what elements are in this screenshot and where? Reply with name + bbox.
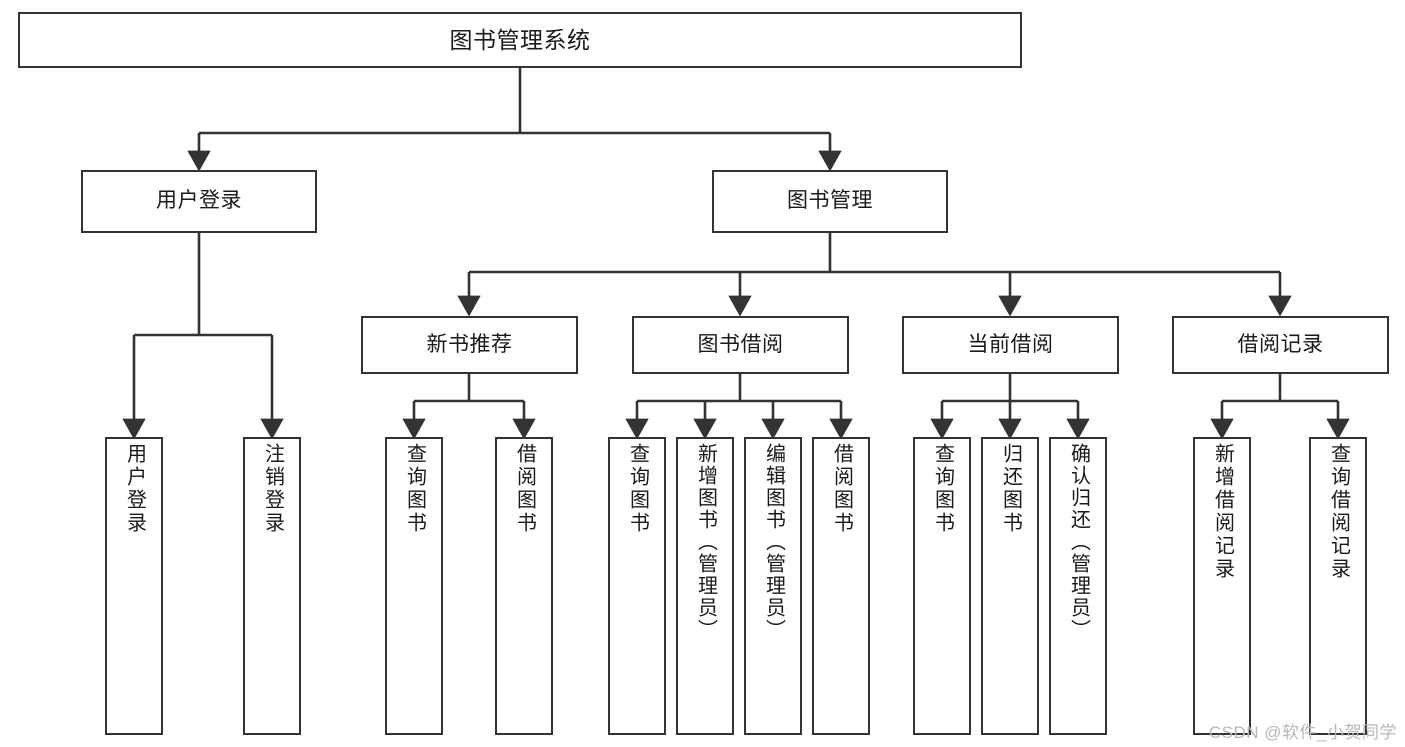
leaf-book-borrow-add-admin[interactable]: 新增图书（管理员） xyxy=(676,437,734,735)
node-label: 查询借阅记录 xyxy=(1327,443,1350,581)
node-label: 借阅记录 xyxy=(1237,332,1324,356)
node-label: 图书借阅 xyxy=(697,332,784,356)
node-label: 用户登录 xyxy=(156,189,242,213)
leaf-borrow-record-add[interactable]: 新增借阅记录 xyxy=(1193,437,1251,735)
node-label: 当前借阅 xyxy=(967,332,1054,356)
leaf-user-login-signin[interactable]: 用户登录 xyxy=(105,437,163,735)
node-label: 查询图书 xyxy=(626,443,649,535)
node-current-borrowing[interactable]: 当前借阅 xyxy=(902,316,1119,374)
node-book-management[interactable]: 图书管理 xyxy=(712,170,948,233)
node-label: 查询图书 xyxy=(403,443,426,535)
leaf-user-login-signout[interactable]: 注销登录 xyxy=(243,437,301,735)
node-label: 用户登录 xyxy=(123,443,146,535)
leaf-current-borrow-confirm-admin[interactable]: 确认归还（管理员） xyxy=(1049,437,1107,735)
node-label: 图书管理系统 xyxy=(449,26,591,53)
leaf-book-borrow-borrow[interactable]: 借阅图书 xyxy=(812,437,870,735)
node-label: 新增图书（管理员） xyxy=(694,443,717,641)
node-label: 编辑图书（管理员） xyxy=(762,443,785,641)
node-label: 归还图书 xyxy=(999,443,1022,535)
node-book-borrowing[interactable]: 图书借阅 xyxy=(632,316,849,374)
node-label: 图书管理 xyxy=(787,189,873,213)
leaf-book-borrow-query[interactable]: 查询图书 xyxy=(608,437,666,735)
node-user-login[interactable]: 用户登录 xyxy=(81,170,317,233)
node-label: 新书推荐 xyxy=(426,332,513,356)
node-label: 借阅图书 xyxy=(830,443,853,535)
leaf-new-book-query[interactable]: 查询图书 xyxy=(385,437,443,735)
node-label: 新增借阅记录 xyxy=(1211,443,1234,581)
csdn-watermark: CSDN @软件_小贺同学 xyxy=(1208,723,1397,742)
node-new-book-recommendation[interactable]: 新书推荐 xyxy=(361,316,578,374)
leaf-current-borrow-return[interactable]: 归还图书 xyxy=(981,437,1039,735)
leaf-book-borrow-edit-admin[interactable]: 编辑图书（管理员） xyxy=(744,437,802,735)
node-label: 确认归还（管理员） xyxy=(1067,443,1090,641)
node-root-book-management-system[interactable]: 图书管理系统 xyxy=(18,12,1022,68)
node-label: 注销登录 xyxy=(261,443,284,535)
leaf-new-book-borrow[interactable]: 借阅图书 xyxy=(495,437,553,735)
node-borrowing-record[interactable]: 借阅记录 xyxy=(1172,316,1389,374)
leaf-borrow-record-query[interactable]: 查询借阅记录 xyxy=(1309,437,1367,735)
node-label: 查询图书 xyxy=(931,443,954,535)
leaf-current-borrow-query[interactable]: 查询图书 xyxy=(913,437,971,735)
node-label: 借阅图书 xyxy=(513,443,536,535)
